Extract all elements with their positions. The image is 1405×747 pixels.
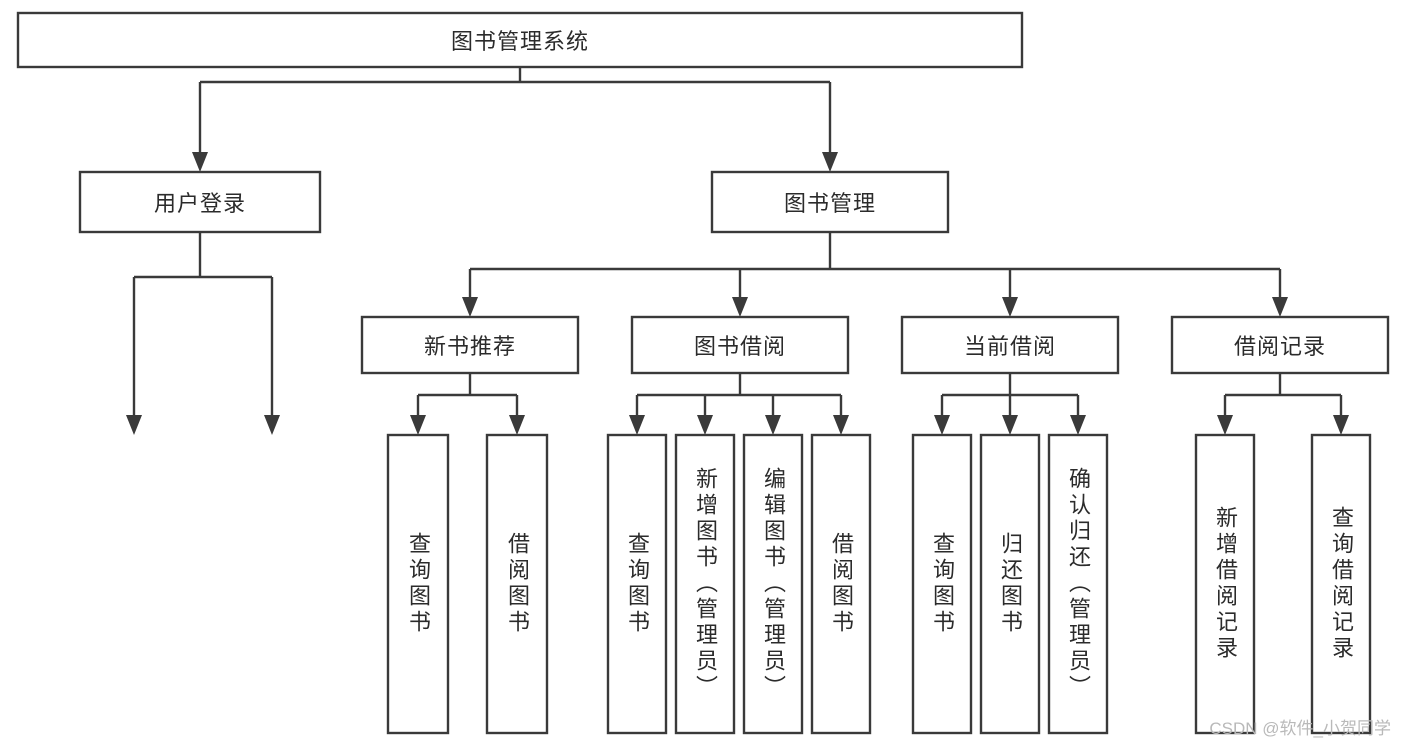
arrow-head-current-query-book	[934, 415, 950, 435]
node-box-borrow-borrow-book[interactable]	[810, 433, 872, 735]
arrow-head-recommend-borrow-book	[509, 415, 525, 435]
node-box-recommend-query-book[interactable]	[386, 433, 450, 735]
connectors-layer	[126, 67, 1349, 435]
node-box-new-book-recommend[interactable]	[360, 315, 580, 375]
arrow-head-recommend-query-book	[410, 415, 426, 435]
arrow-head-current-confirm-return	[1070, 415, 1086, 435]
arrow-head-borrow-edit-book	[765, 415, 781, 435]
arrow-head-record-query	[1333, 415, 1349, 435]
arrow-head-user-logout	[264, 415, 280, 435]
arrow-head-book-borrow	[732, 297, 748, 317]
arrow-head-borrow-add-book	[697, 415, 713, 435]
node-box-borrow-records[interactable]	[1170, 315, 1390, 375]
node-box-borrow-query-book[interactable]	[606, 433, 668, 735]
arrow-head-user-login	[192, 152, 208, 172]
node-box-current-query-book[interactable]	[911, 433, 973, 735]
node-box-book-borrow[interactable]	[630, 315, 850, 375]
node-box-root[interactable]	[16, 11, 1024, 69]
arrow-head-current-return-book	[1002, 415, 1018, 435]
arrow-head-current-borrow	[1002, 297, 1018, 317]
arrow-head-borrow-query-book	[629, 415, 645, 435]
node-box-borrow-add-book[interactable]	[674, 433, 736, 735]
arrow-head-new-book-recommend	[462, 297, 478, 317]
node-box-user-login[interactable]	[78, 170, 322, 234]
arrow-head-book-management	[822, 152, 838, 172]
node-box-record-add[interactable]	[1194, 433, 1256, 735]
arrow-head-record-add	[1217, 415, 1233, 435]
arrow-head-borrow-records	[1272, 297, 1288, 317]
arrow-head-user-login-do	[126, 415, 142, 435]
node-box-current-return-book[interactable]	[979, 433, 1041, 735]
node-box-current-confirm-return[interactable]	[1047, 433, 1109, 735]
node-box-borrow-edit-book[interactable]	[742, 433, 804, 735]
node-box-record-query[interactable]	[1310, 433, 1372, 735]
node-box-recommend-borrow-book[interactable]	[485, 433, 549, 735]
node-boxes-layer	[16, 11, 1390, 735]
node-box-book-management[interactable]	[710, 170, 950, 234]
arrow-head-borrow-borrow-book	[833, 415, 849, 435]
node-box-current-borrow[interactable]	[900, 315, 1120, 375]
